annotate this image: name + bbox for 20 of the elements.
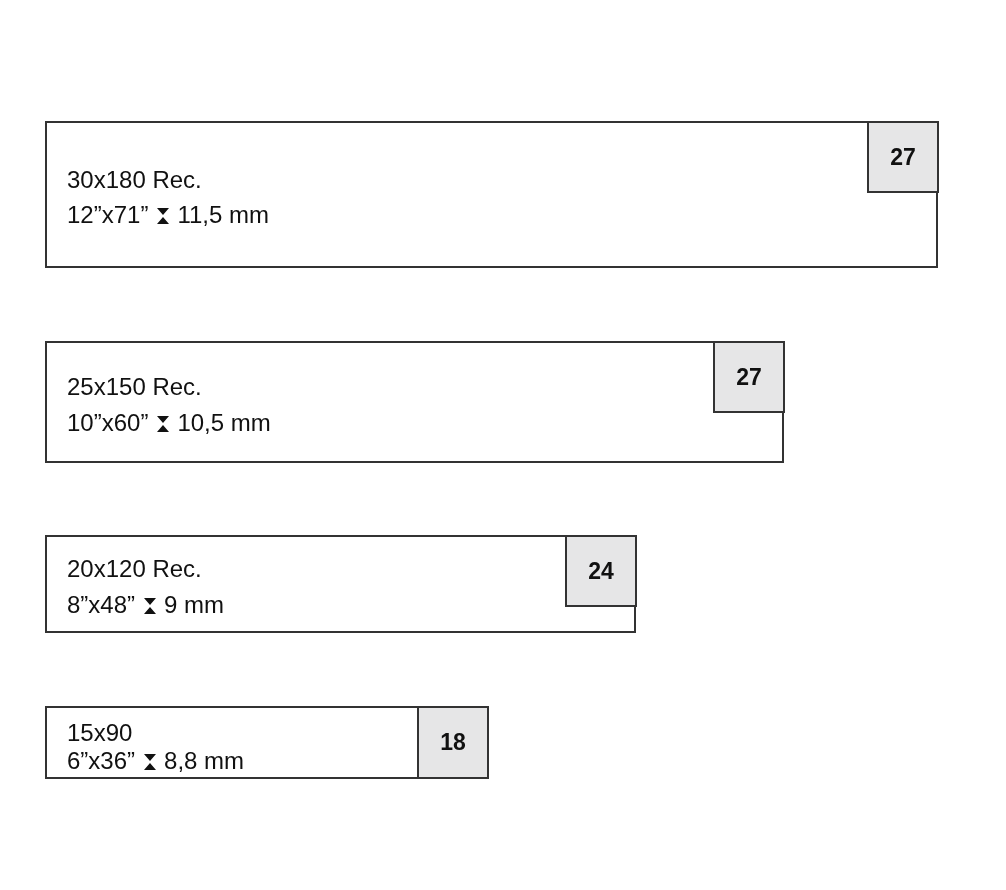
count-badge: 27: [867, 121, 939, 193]
dimension-text: 6”x36”: [67, 747, 136, 775]
thickness-text: 10,5 mm: [177, 409, 271, 437]
count-badge: 24: [565, 535, 637, 607]
size-card: [45, 121, 938, 268]
size-label: 25x150 Rec.: [67, 373, 202, 401]
size-label: 20x120 Rec.: [67, 555, 202, 583]
count-badge: 27: [713, 341, 785, 413]
size-card: [45, 341, 784, 463]
dimension-text: 8”x48”: [67, 591, 136, 619]
size-label: 15x90: [67, 719, 133, 747]
thickness-text: 8,8 mm: [164, 747, 245, 775]
dimension-text: 12”x71”: [67, 201, 149, 229]
size-card: [45, 535, 636, 633]
size-card: [45, 706, 488, 779]
size-label: 30x180 Rec.: [67, 166, 202, 194]
thickness-text: 11,5 mm: [177, 201, 269, 229]
dimension-text: 10”x60”: [67, 409, 149, 437]
count-badge: 18: [417, 706, 489, 779]
thickness-text: 9 mm: [164, 591, 225, 619]
